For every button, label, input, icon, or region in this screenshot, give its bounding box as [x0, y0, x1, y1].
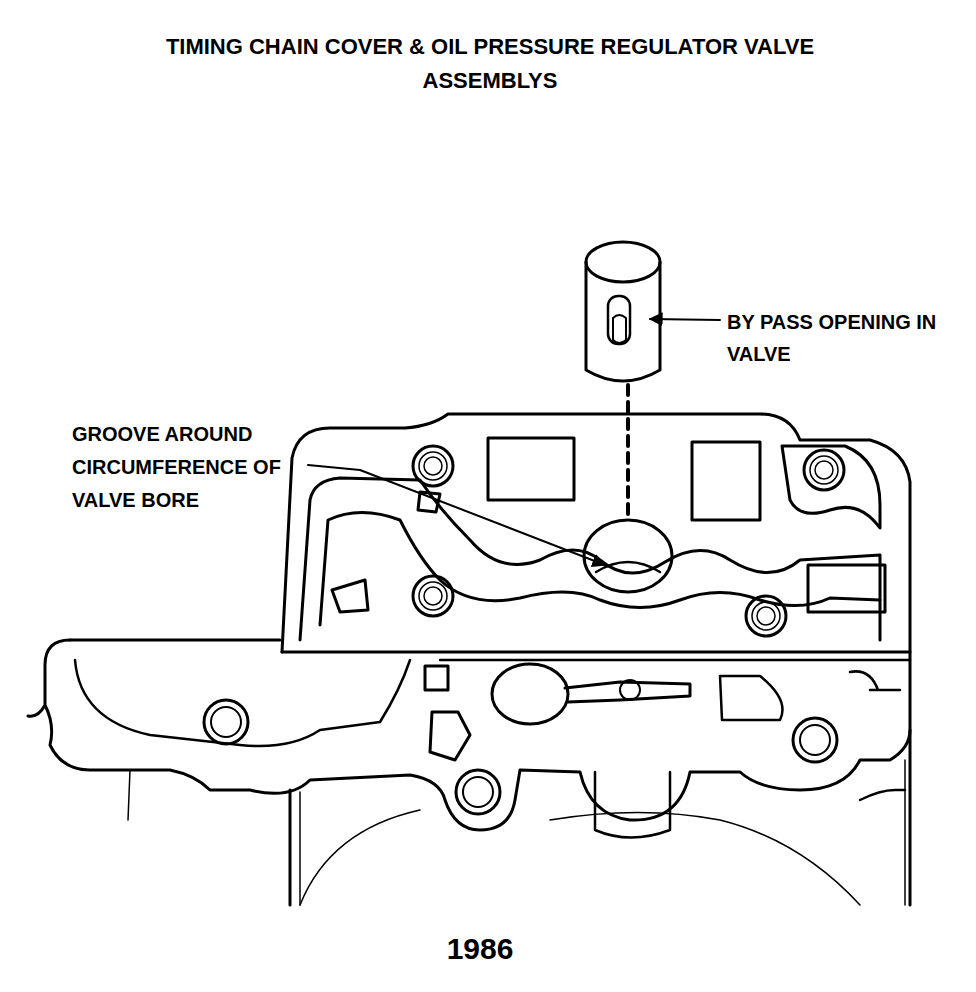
regulator-valve: [586, 242, 660, 381]
diagram-title: TIMING CHAIN COVER & OIL PRESSURE REGULA…: [110, 30, 870, 98]
callout-label: BY PASS OPENING IN VALVE: [727, 306, 942, 370]
assembly-line: [626, 385, 630, 518]
diagram-title-box: TIMING CHAIN COVER & OIL PRESSURE REGULA…: [110, 30, 870, 98]
callout-label-box: BY PASS OPENING IN VALVE: [727, 306, 942, 370]
year-caption-box: 1986: [380, 930, 580, 968]
callout-label-box: GROOVE AROUND CIRCUMFERENCE OF VALVE BOR…: [72, 418, 296, 517]
year-caption: 1986: [380, 930, 580, 968]
callout-label: GROOVE AROUND CIRCUMFERENCE OF VALVE BOR…: [72, 418, 296, 517]
leader-line: [650, 319, 720, 320]
cover-flange: [28, 640, 910, 905]
bolt-hole: [413, 446, 844, 636]
